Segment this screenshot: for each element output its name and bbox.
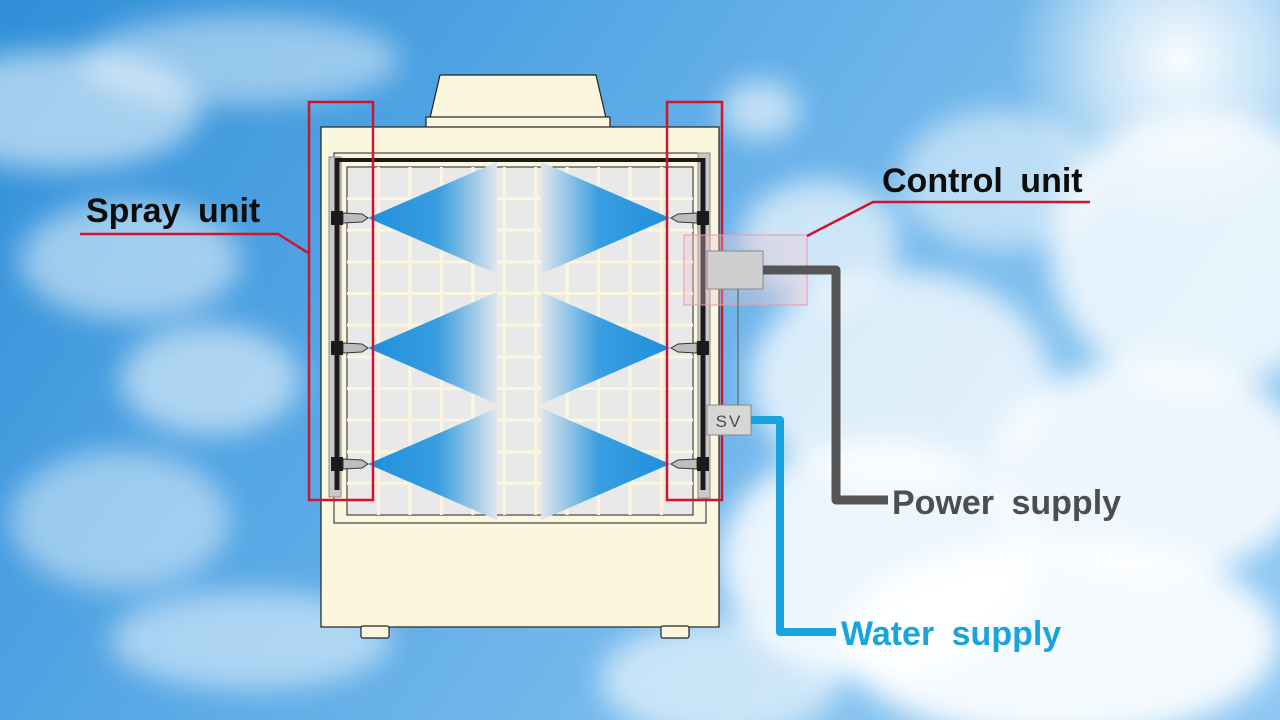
water-supply-label: Water supply	[841, 615, 1061, 653]
fan-housing	[429, 74, 607, 119]
spray-cone-right-3	[541, 408, 670, 520]
spray-unit-highlight	[307, 100, 724, 502]
spray-cone-right-2	[541, 292, 670, 404]
power-supply-line	[763, 265, 888, 505]
spray-cone-right-1	[541, 162, 670, 274]
unit-foot-left	[360, 625, 390, 639]
water-supply-line	[751, 416, 836, 636]
spray-nozzles	[331, 211, 709, 471]
nozzle-right-1	[669, 211, 709, 225]
spray-unit-leader	[80, 232, 311, 256]
nozzle-left-2	[331, 341, 369, 355]
spray-cone-left-3	[368, 408, 497, 520]
unit-foot-right	[660, 625, 690, 639]
spray-cones	[368, 162, 670, 520]
control-unit-label: Control unit	[882, 162, 1083, 200]
spray-cone-left-1	[368, 162, 497, 274]
power-supply-label: Power supply	[892, 484, 1121, 522]
spray-unit-label: Spray unit	[86, 192, 260, 230]
nozzle-right-3	[669, 457, 709, 471]
sun-glare	[1010, 0, 1280, 230]
spray-cone-left-2	[368, 292, 497, 404]
nozzle-right-2	[669, 341, 709, 355]
control-box	[706, 250, 764, 290]
clouds	[0, 15, 1280, 720]
sv-label: SV	[716, 412, 743, 431]
nozzle-left-3	[331, 457, 369, 471]
control-unit-leader	[806, 200, 1090, 238]
nozzle-left-1	[331, 211, 369, 225]
